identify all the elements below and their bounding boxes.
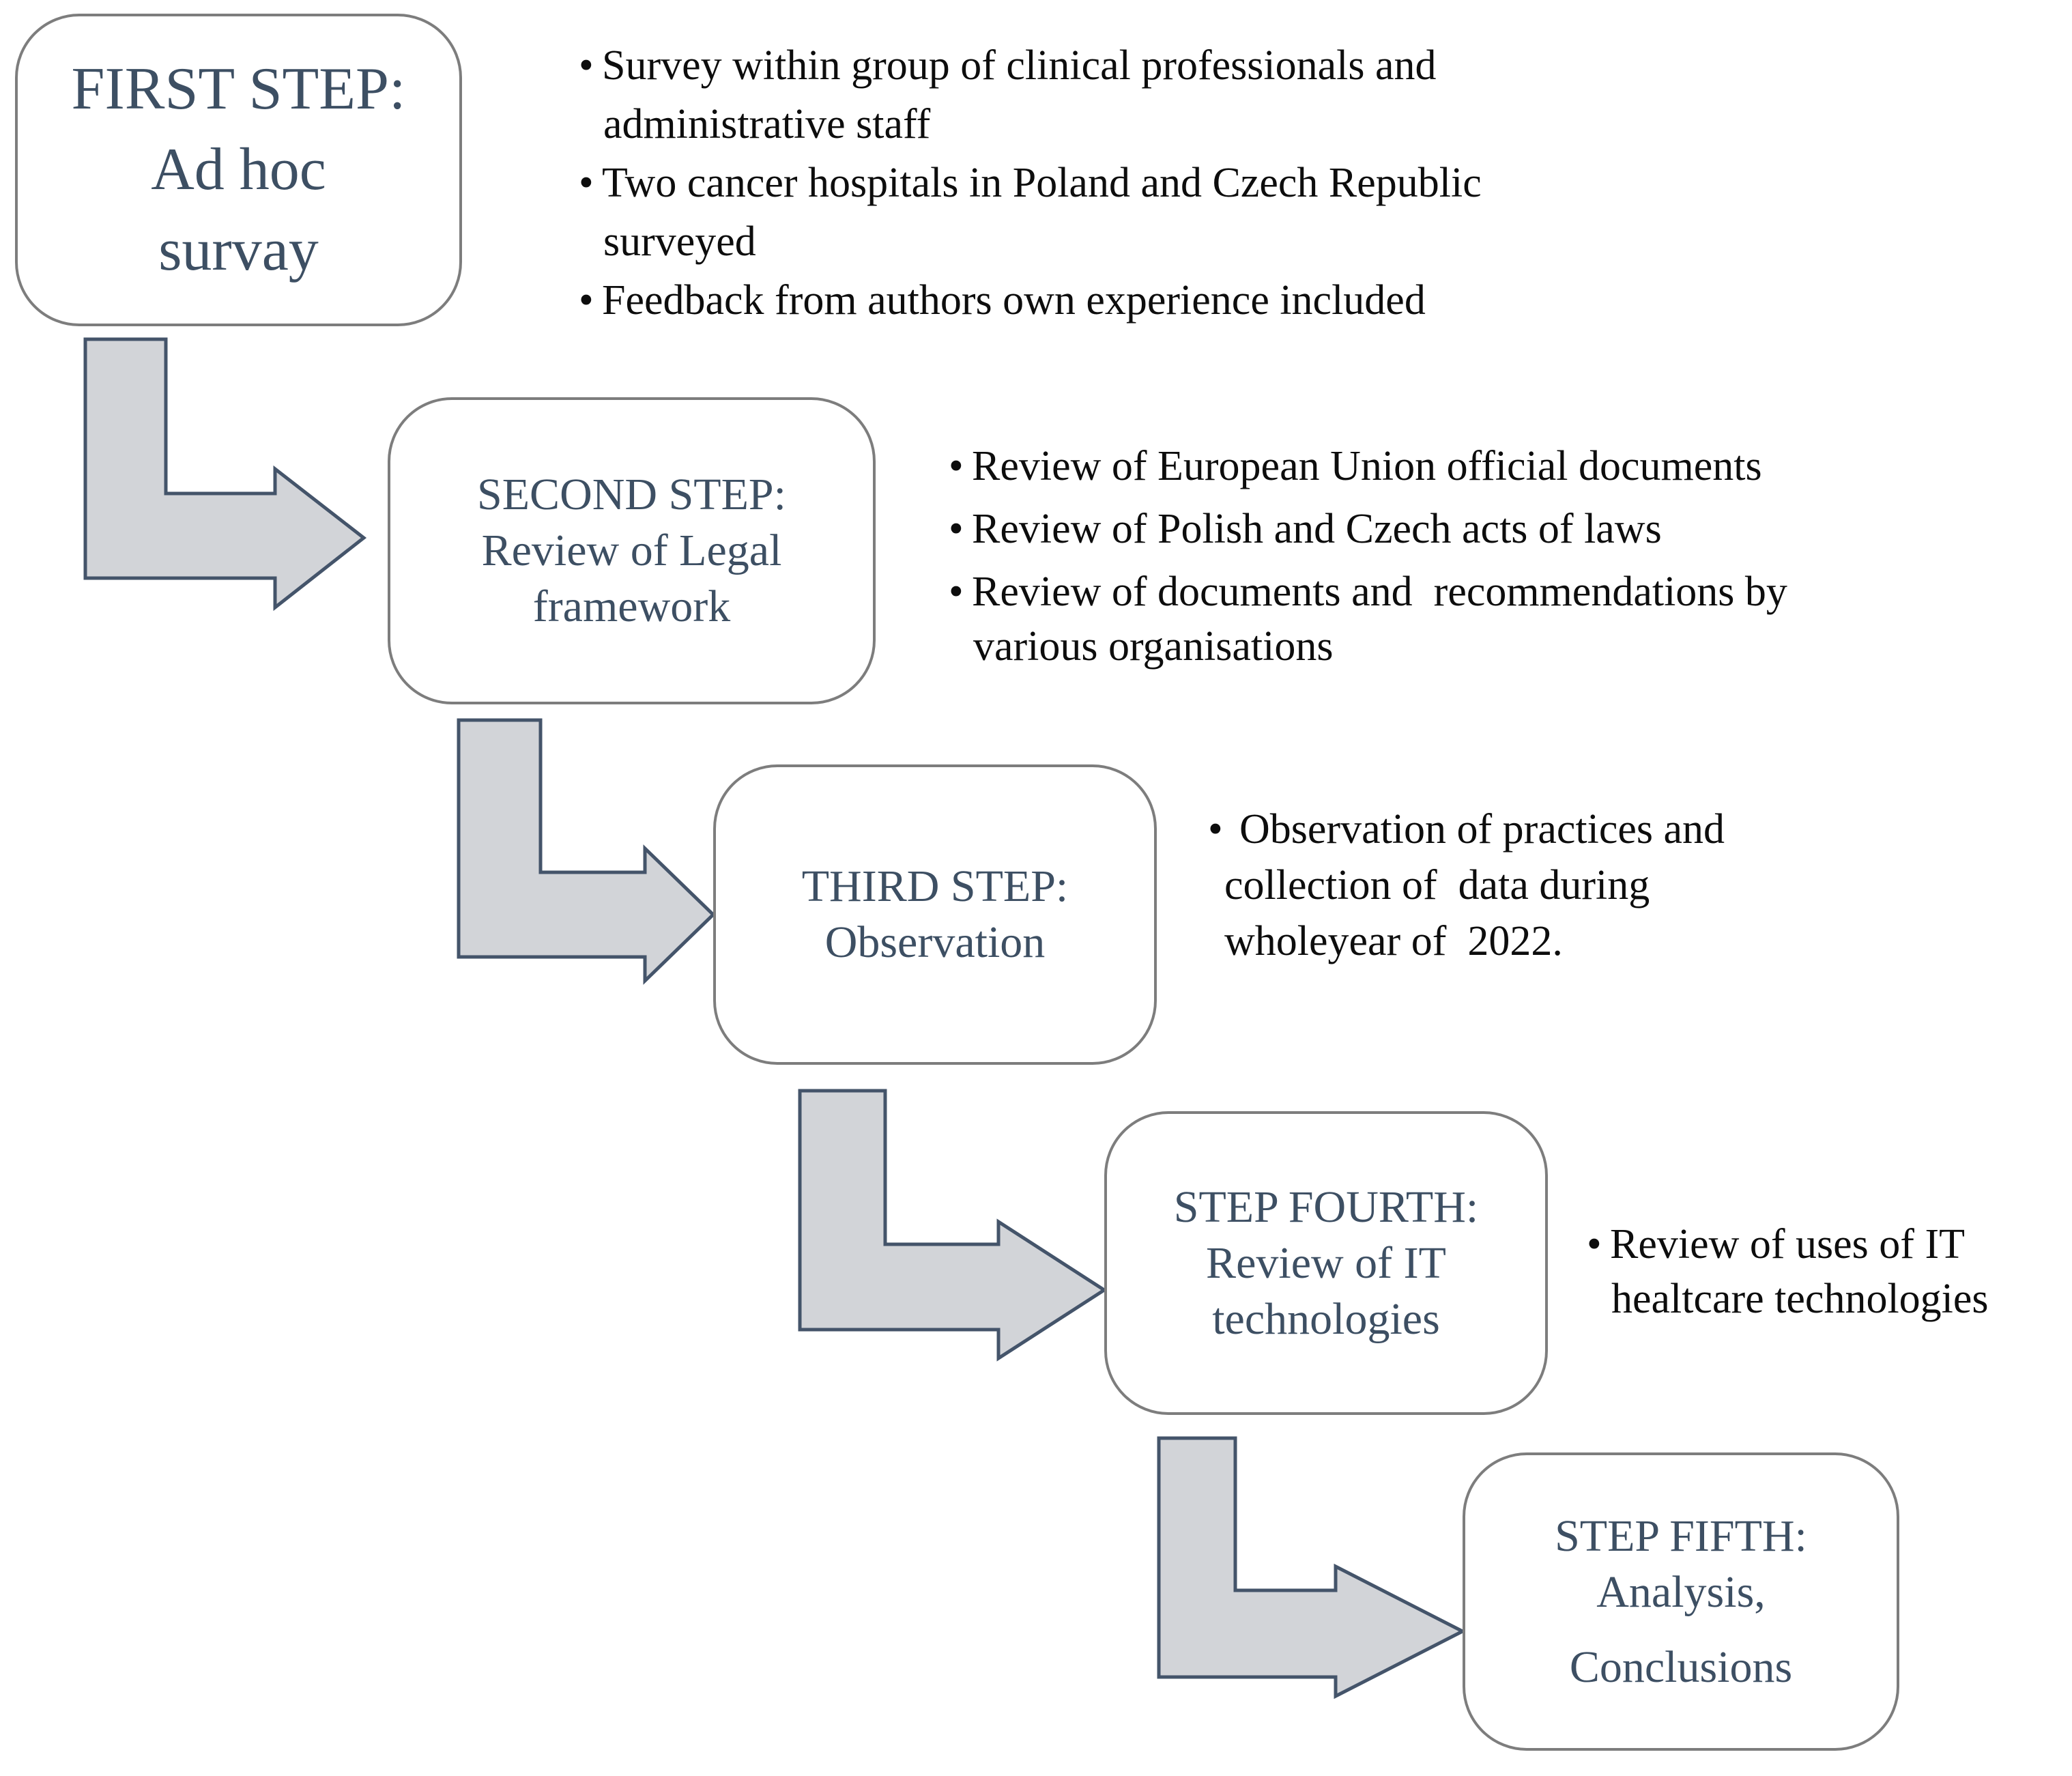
step2-title-line1: SECOND STEP: [477,470,786,519]
note-item: •Review of uses of IT healtcare technolo… [1587,1217,1989,1326]
step1-title-line1: FIRST STEP: [71,56,406,122]
step5-box: STEP FIFTH: Analysis, Conclusions [1463,1452,1899,1751]
step1-notes: •Survey within group of clinical profess… [579,36,1482,330]
note-text: Review of documents and recommendations … [972,569,1787,615]
bullet-icon: • [579,160,594,206]
step1-title: FIRST STEP: Ad hoc survay [72,49,406,291]
elbow-arrow-step2-to-step3-icon [457,718,716,985]
note-line: •Review of documents and recommendations… [949,564,1787,619]
note-item: •Feedback from authors own experience in… [579,271,1482,330]
step1-title-line2: Ad hoc [151,137,326,203]
note-line: •Two cancer hospitals in Poland and Czec… [579,154,1482,212]
note-item: •Review of documents and recommendations… [949,564,1787,674]
step4-title-line3: technologies [1212,1293,1440,1344]
bullet-icon: • [579,277,594,324]
elbow-arrow-step3-to-step4-icon [798,1089,1108,1362]
step3-notes: • Observation of practices and collection… [1208,801,1725,969]
note-item: •Review of European Union official docum… [949,439,1787,493]
step5-title-line3: Conclusions [1569,1642,1793,1692]
bullet-icon: • [1208,806,1223,853]
note-item: •Two cancer hospitals in Poland and Czec… [579,154,1482,271]
step3-title-line2: Observation [824,917,1046,967]
step2-notes: •Review of European Union official docum… [949,439,1787,682]
note-item: •Survey within group of clinical profess… [579,36,1482,154]
step5-title: STEP FIFTH: Analysis, Conclusions [1555,1508,1807,1695]
step3-box: THIRD STEP: Observation [713,764,1157,1065]
note-text: Feedback from authors own experience inc… [602,277,1426,324]
note-line: •Review of European Union official docum… [949,439,1787,493]
note-line: healtcare technologies [1611,1276,1989,1322]
note-item: •Review of Polish and Czech acts of laws [949,502,1787,556]
step2-title: SECOND STEP: Review of Legal framework [477,467,786,635]
bullet-icon: • [1587,1221,1602,1267]
note-text: Survey within group of clinical professi… [602,42,1437,89]
note-line: various organisations [973,623,1334,670]
step4-title: STEP FOURTH: Review of IT technologies [1174,1179,1479,1347]
step2-title-line2: Review of Legal [481,526,782,575]
elbow-arrow-step4-to-step5-icon [1157,1436,1467,1700]
note-text: Review of European Union official docume… [972,443,1762,489]
step5-title-line1: STEP FIFTH: [1555,1510,1807,1561]
step4-title-line2: Review of IT [1206,1237,1446,1288]
step5-title-line2: Analysis, [1596,1566,1766,1617]
note-line: surveyed [603,218,756,265]
step3-title-line1: THIRD STEP: [801,861,1069,911]
step1-title-line3: survay [158,217,319,283]
step3-title: THIRD STEP: Observation [802,859,1069,971]
bullet-icon: • [949,506,964,552]
note-text: Two cancer hospitals in Poland and Czech… [602,160,1482,206]
step1-box: FIRST STEP: Ad hoc survay [15,14,462,326]
note-text: Review of Polish and Czech acts of laws [972,506,1662,552]
note-line: •Review of uses of IT [1587,1217,1989,1272]
note-line: • Observation of practices and [1208,801,1725,857]
bullet-icon: • [579,42,594,89]
step2-title-line3: framework [532,582,731,631]
step4-box: STEP FOURTH: Review of IT technologies [1104,1111,1548,1415]
note-text: Observation of practices and [1239,806,1725,853]
note-line: •Feedback from authors own experience in… [579,271,1482,330]
bullet-icon: • [949,569,964,615]
note-line: •Review of Polish and Czech acts of laws [949,502,1787,556]
elbow-arrow-step1-to-step2-icon [83,337,367,612]
note-line: administrative staff [603,101,931,147]
note-line: wholeyear of 2022. [1224,918,1563,964]
step2-box: SECOND STEP: Review of Legal framework [388,397,876,704]
note-text: Review of uses of IT [1610,1221,1965,1267]
note-line: collection of data during [1224,862,1650,908]
step4-notes: •Review of uses of IT healtcare technolo… [1587,1217,1989,1326]
bullet-icon: • [949,443,964,489]
step4-title-line1: STEP FOURTH: [1173,1181,1479,1232]
note-line: •Survey within group of clinical profess… [579,36,1482,95]
note-item: • Observation of practices and collection… [1208,801,1725,969]
